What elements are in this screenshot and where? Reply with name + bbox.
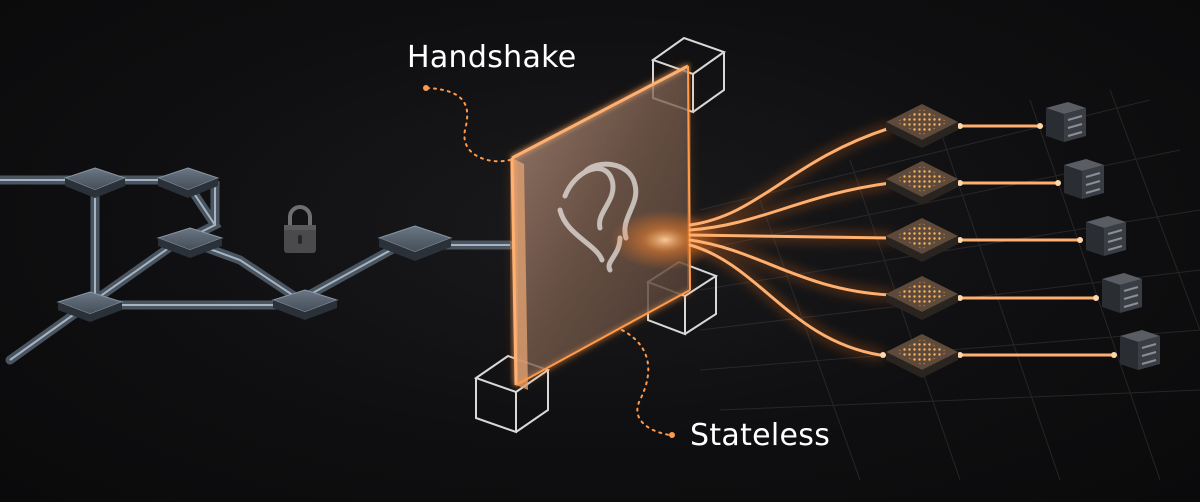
server-icon — [1120, 330, 1160, 370]
chip-icon — [886, 161, 958, 205]
route-3 — [688, 233, 892, 240]
chip-icon — [886, 334, 958, 378]
network-mesh — [0, 167, 515, 365]
wireframe-cube-bottom — [473, 354, 551, 434]
network-node — [377, 225, 453, 261]
network-node — [271, 289, 339, 320]
server-icon — [1086, 216, 1126, 256]
server-icon — [1102, 273, 1142, 313]
chip-icon — [886, 276, 958, 320]
chip-icon — [886, 218, 958, 262]
leader-dot-stateless — [669, 432, 675, 438]
leader-stateless — [621, 329, 671, 436]
stateless-label: Stateless — [690, 418, 831, 453]
network-node — [156, 227, 224, 258]
leader-handshake — [426, 87, 511, 163]
server-icon — [1046, 102, 1086, 142]
output-routes — [686, 123, 1117, 359]
lock-icon — [284, 205, 316, 253]
handshake-label: Handshake — [407, 40, 577, 75]
chip-icon — [886, 104, 958, 148]
route-5 — [688, 243, 882, 357]
leader-dot-handshake — [423, 85, 429, 91]
network-node — [63, 167, 127, 198]
network-node — [56, 291, 124, 322]
route-4 — [688, 238, 892, 297]
route-2 — [688, 181, 892, 232]
route-1 — [688, 126, 892, 227]
server-icon — [1064, 159, 1104, 199]
network-node — [156, 167, 220, 198]
